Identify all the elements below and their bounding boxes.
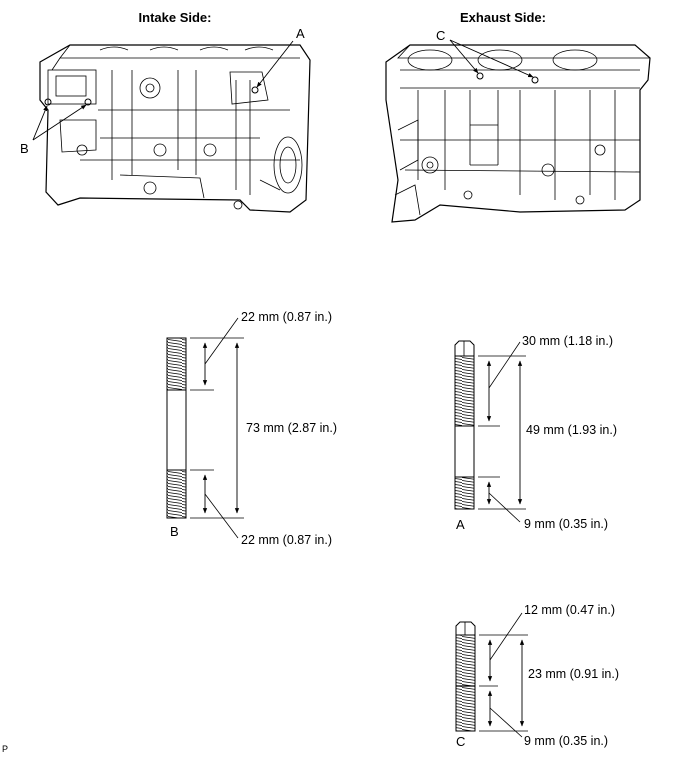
- callout-c-leader-2: [449, 39, 534, 78]
- callout-a-label: A: [296, 26, 305, 41]
- exhaust-side-header: Exhaust Side:: [460, 10, 546, 25]
- stud-a-top-length: 30 mm (1.18 in.): [522, 334, 613, 348]
- stud-b: [166, 337, 187, 519]
- stud-c-label: C: [456, 734, 465, 749]
- callout-b-leader-2: [32, 104, 87, 141]
- stud-c: [455, 621, 476, 732]
- stud-c-bottom-length: 9 mm (0.35 in.): [524, 734, 608, 748]
- stud-a: [454, 340, 475, 510]
- exhaust-side-engine-block: [385, 44, 651, 223]
- stud-b-bottom-length: 22 mm (0.87 in.): [241, 533, 332, 547]
- callout-a-leader: [256, 40, 294, 88]
- intake-side-engine-block: [39, 44, 311, 213]
- stud-b-shank: [166, 389, 187, 471]
- stud-b-top-thread: [166, 337, 187, 391]
- stud-a-shank: [454, 425, 475, 478]
- stud-c-hex-tip: [455, 621, 476, 636]
- stud-a-bottom-thread: [454, 476, 475, 510]
- stud-c-total-length: 23 mm (0.91 in.): [528, 667, 619, 681]
- callout-c-label: C: [436, 28, 445, 43]
- stud-c-top-length: 12 mm (0.47 in.): [524, 603, 615, 617]
- stud-a-total-length: 49 mm (1.93 in.): [526, 423, 617, 437]
- stud-a-hex-tip: [454, 340, 475, 357]
- callout-b-leader-1: [32, 105, 48, 141]
- corner-mark: P: [2, 744, 8, 754]
- stud-a-top-thread: [454, 355, 475, 427]
- stud-b-top-length: 22 mm (0.87 in.): [241, 310, 332, 324]
- callout-c-leader-1: [449, 39, 479, 74]
- intake-side-header: Intake Side:: [139, 10, 212, 25]
- stud-b-label: B: [170, 524, 179, 539]
- callout-b-label: B: [20, 141, 29, 156]
- stud-a-bottom-length: 9 mm (0.35 in.): [524, 517, 608, 531]
- stud-a-label: A: [456, 517, 465, 532]
- stud-b-bottom-thread: [166, 469, 187, 519]
- stud-c-top-thread: [455, 634, 476, 687]
- stud-c-bottom-thread: [455, 685, 476, 732]
- stud-b-total-length: 73 mm (2.87 in.): [246, 421, 337, 435]
